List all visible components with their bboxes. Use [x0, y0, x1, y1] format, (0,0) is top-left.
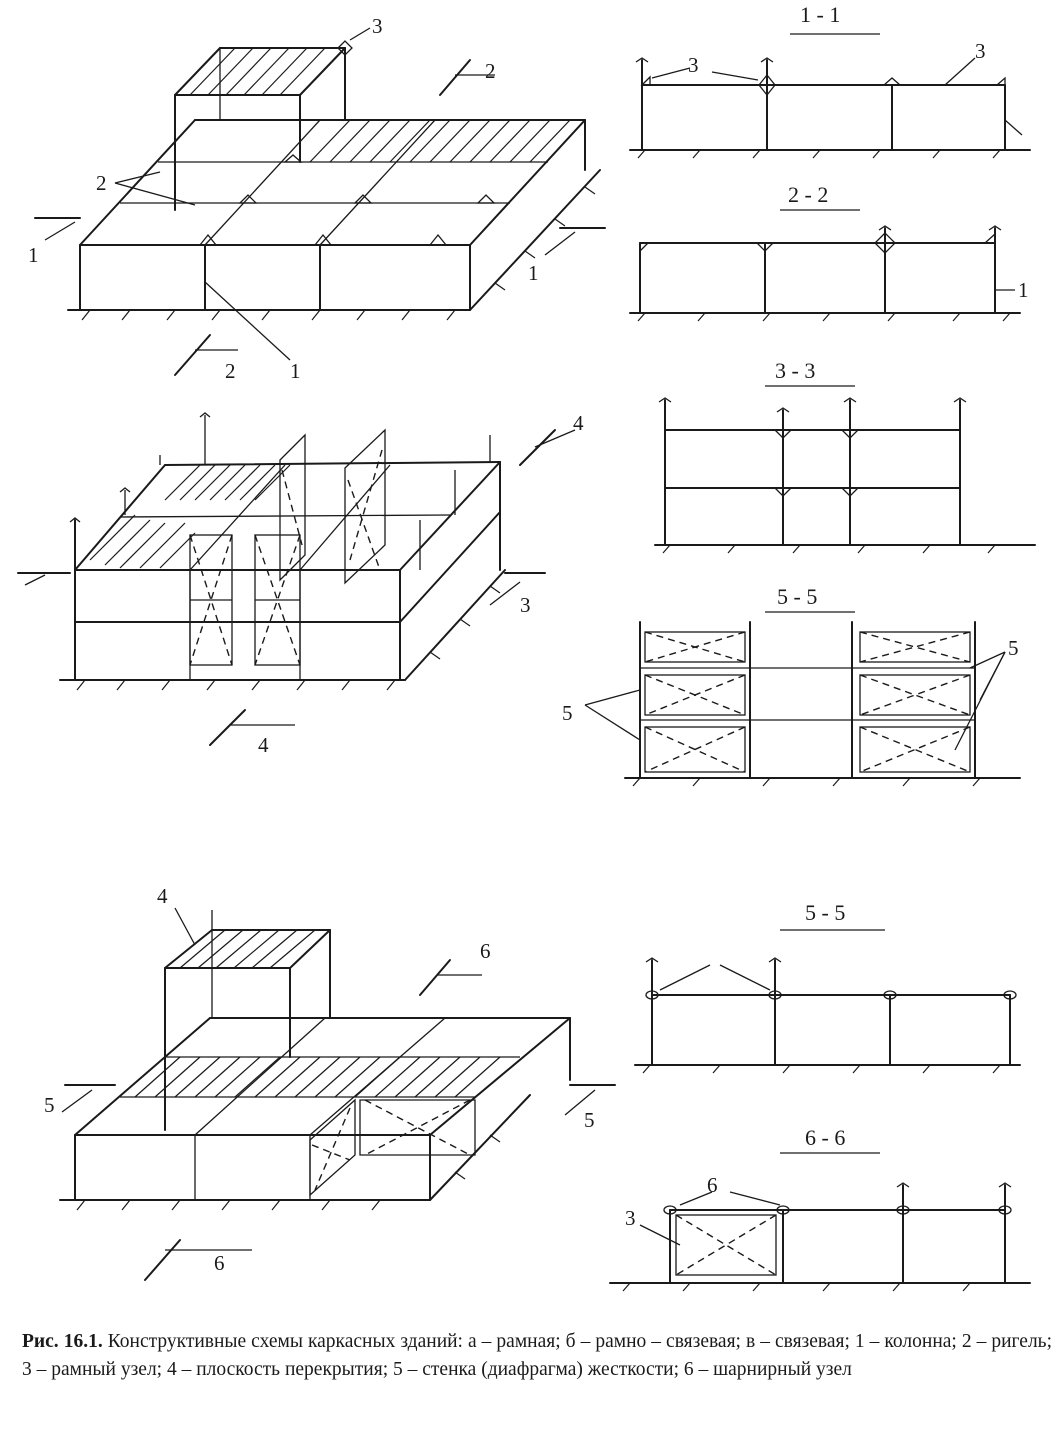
- structural-schemes-figure: 3 2 1 1 1 2 2: [17, 2, 1036, 1292]
- section-mark-4-bottom: 4: [258, 733, 269, 757]
- caption-text: Конструктивные схемы каркасных зданий: а…: [22, 1331, 1052, 1380]
- diagram-c-braced-scheme: 4 5 5 6 6: [44, 884, 616, 1281]
- section-mark-4-top: 4: [573, 411, 584, 435]
- label-slab-c: 4: [157, 884, 168, 908]
- tower-a: [174, 40, 353, 211]
- diagram-a-frame-scheme: 3 2 1 1 1 2 2: [28, 14, 606, 383]
- section-1-1: 1 - 1 3 3: [629, 2, 1031, 159]
- label-column-a: 1: [290, 359, 301, 383]
- diaphragm-walls-b: [189, 428, 386, 666]
- section-5-5-b: 5 - 5: [634, 900, 1021, 1074]
- callouts-c: 4: [157, 884, 196, 946]
- ground-hatch-a: [81, 186, 596, 321]
- label-wall-5-5-left: 5: [562, 701, 573, 725]
- diagram-b-frame-braced-scheme: 3 4 4: [17, 411, 584, 757]
- frame-c: [74, 910, 571, 1201]
- label-joint-a: 3: [372, 14, 383, 38]
- section-mark-6-top: 6: [480, 939, 491, 963]
- label-joint-1-1-right: 3: [975, 39, 986, 63]
- section-2-2: 2 - 2 1: [629, 182, 1029, 322]
- section-title-2-2: 2 - 2: [788, 182, 828, 207]
- section-marks-c: 5 5 6 6: [44, 939, 616, 1281]
- section-mark-2-top: 2: [485, 59, 496, 83]
- section-title-5-5-a: 5 - 5: [777, 584, 817, 609]
- callouts-a: 3 2 1: [96, 14, 383, 383]
- ground-c: [59, 1094, 531, 1211]
- label-joint-1-1-left: 3: [688, 53, 699, 77]
- figure-caption: Рис. 16.1. Конструктивные схемы каркасны…: [22, 1328, 1052, 1384]
- ground-b: [59, 569, 506, 691]
- section-marks-b: 3 4 4: [17, 411, 584, 757]
- diaphragm-walls-c: [309, 1098, 476, 1197]
- section-mark-5-right: 5: [584, 1108, 595, 1132]
- section-mark-1-right: 1: [528, 261, 539, 285]
- section-5-5-a: 5 - 5 5: [562, 584, 1021, 787]
- section-title-3-3: 3 - 3: [775, 358, 815, 383]
- section-mark-1-left: 1: [28, 243, 39, 267]
- label-beam-a: 2: [96, 171, 107, 195]
- label-wall-5-5-right: 5: [1008, 636, 1019, 660]
- frame-a-lower: [79, 119, 586, 311]
- figure-label: Рис. 16.1.: [22, 1331, 103, 1352]
- label-hinge-6-6: 6: [707, 1173, 718, 1197]
- section-mark-5-left: 5: [44, 1093, 55, 1117]
- diaphragm-left-5-5: [644, 631, 746, 773]
- roof-hatch-a: [309, 119, 571, 163]
- section-title-6-6: 6 - 6: [805, 1125, 845, 1150]
- section-3-3: 3 - 3: [654, 358, 1036, 554]
- section-marks-a: 1 1 2 2: [28, 59, 606, 383]
- diaphragm-right-5-5: [859, 631, 971, 773]
- section-title-5-5-b: 5 - 5: [805, 900, 845, 925]
- label-column-2-2: 1: [1018, 278, 1029, 302]
- section-mark-2-bottom: 2: [225, 359, 236, 383]
- label-wall-6-6: 3: [625, 1206, 636, 1230]
- ground-a: [67, 169, 601, 321]
- frame-joints-a: [198, 154, 496, 246]
- section-title-1-1: 1 - 1: [800, 2, 840, 27]
- section-6-6: 6 - 6 6 3: [609, 1125, 1031, 1292]
- frame-b: [69, 412, 501, 681]
- section-mark-6-bottom: 6: [214, 1251, 225, 1275]
- tower-roof-hatch-a: [189, 47, 326, 96]
- section-mark-3: 3: [520, 593, 531, 617]
